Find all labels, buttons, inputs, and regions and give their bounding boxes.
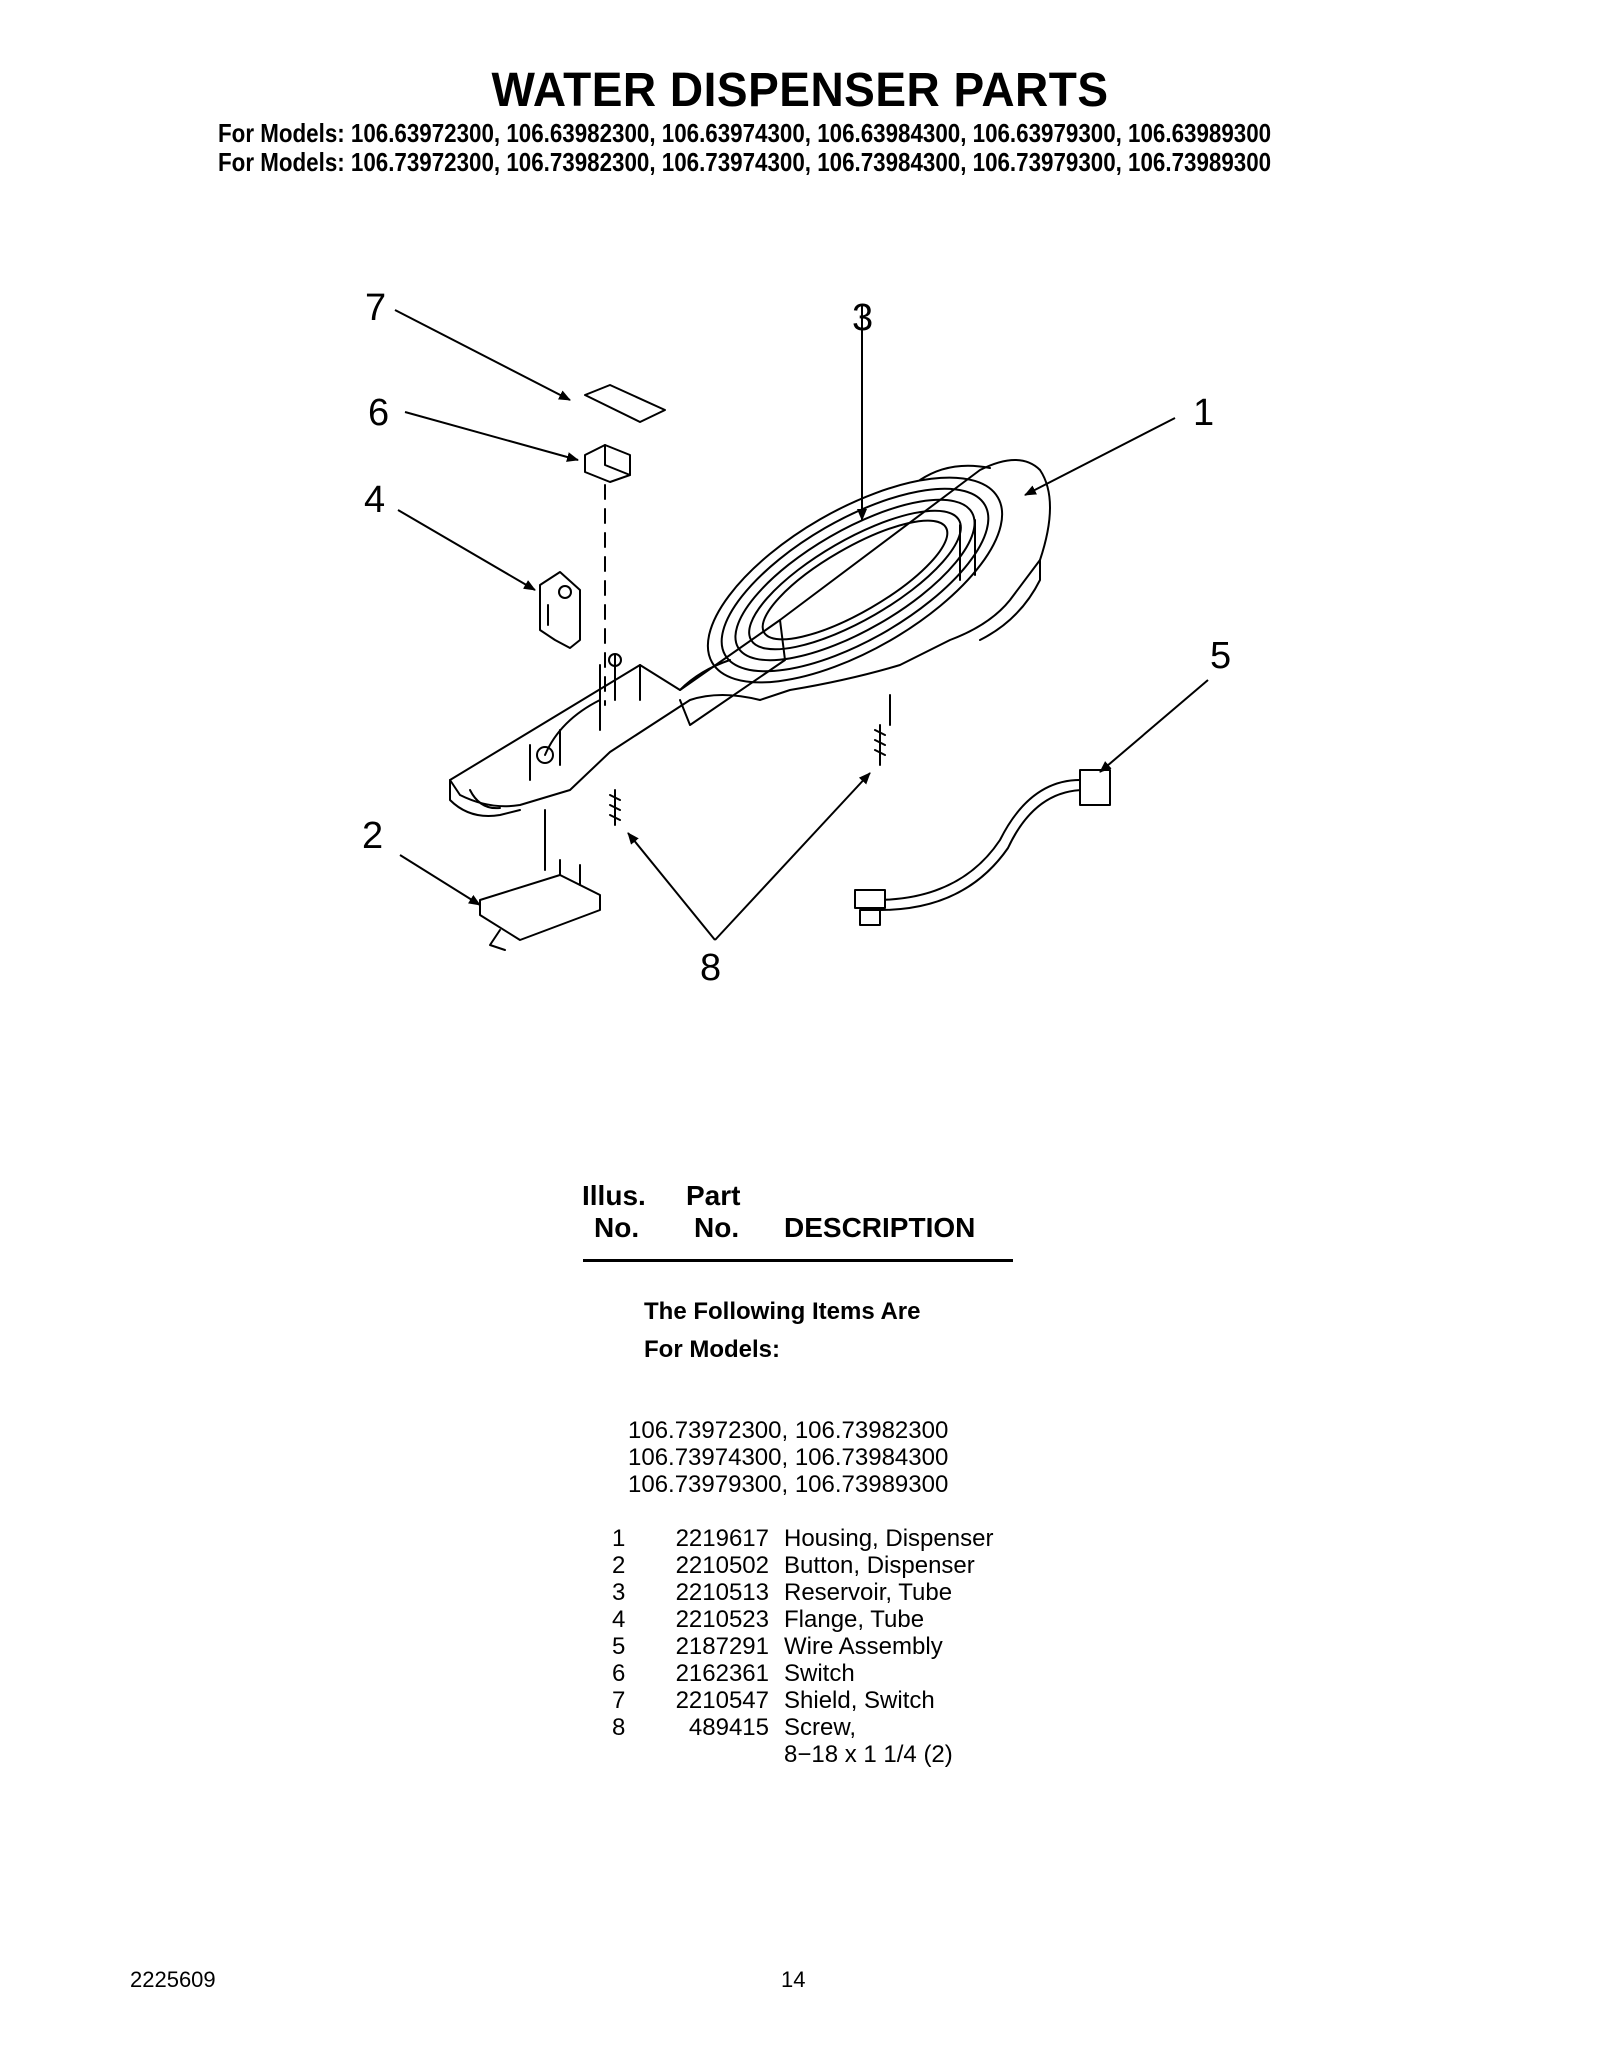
part-number: 2187291: [675, 1633, 769, 1660]
part-description: 8−18 x 1 1/4 (2): [784, 1741, 953, 1768]
callout-8: 8: [700, 947, 721, 989]
doc-number: 2225609: [130, 1967, 216, 1992]
callout-2: 2: [362, 815, 383, 857]
note-line-2: For Models:: [644, 1336, 780, 1363]
part-description: Shield, Switch: [784, 1687, 935, 1714]
part-number: 2210502: [675, 1552, 769, 1579]
header-illus-bottom: No.: [594, 1212, 640, 1243]
part-description: Screw,: [784, 1714, 857, 1741]
part-number: 2219617: [675, 1525, 769, 1552]
part-number: 2210547: [675, 1687, 769, 1714]
part-description: Button, Dispenser: [784, 1552, 975, 1579]
header-part-top: Part: [686, 1180, 741, 1211]
reservoir-tube-drawing: [679, 476, 1004, 691]
header-rule: [583, 1259, 1013, 1262]
callout-5: 5: [1210, 635, 1231, 677]
callout-7: 7: [365, 287, 386, 329]
parts-diagram: 7 6 4 3 1 5 2 8: [362, 287, 1231, 989]
header-part-bottom: No.: [694, 1212, 740, 1243]
table-row: 8−18 x 1 1/4 (2): [0, 1741, 1600, 1768]
illus-number: 1: [612, 1525, 626, 1552]
table-row: 1 2219617 Housing, Dispenser: [0, 1525, 1600, 1552]
wire-assembly-drawing: [854, 769, 1111, 926]
illus-number: 5: [612, 1633, 626, 1660]
illus-number: 2: [612, 1552, 626, 1579]
page-title: WATER DISPENSER PARTS: [491, 61, 1109, 117]
callout-6: 6: [368, 392, 389, 434]
table-row: 7 2210547 Shield, Switch: [0, 1687, 1600, 1714]
model-list-line-3: 106.73979300, 106.73989300: [628, 1471, 949, 1498]
illus-number: 6: [612, 1660, 626, 1687]
model-list-line-2: 106.73974300, 106.73984300: [628, 1444, 949, 1471]
part-description: Wire Assembly: [784, 1633, 943, 1660]
table-row: 4 2210523 Flange, Tube: [0, 1606, 1600, 1633]
part-description: Switch: [784, 1660, 855, 1687]
illus-number: 3: [612, 1579, 626, 1606]
part-description: Housing, Dispenser: [784, 1525, 994, 1552]
part-number: 489415: [688, 1714, 769, 1741]
header-description: DESCRIPTION: [784, 1212, 976, 1243]
callout-3: 3: [852, 297, 873, 339]
models-line-1: For Models: 106.63972300, 106.63982300, …: [218, 118, 1272, 148]
page-number: 14: [781, 1967, 806, 1992]
callout-1: 1: [1193, 392, 1214, 434]
header-illus-top: Illus.: [582, 1180, 646, 1211]
table-row: 8 489415 Screw,: [0, 1714, 1600, 1741]
table-row: 3 2210513 Reservoir, Tube: [0, 1579, 1600, 1606]
switch-drawing: [584, 444, 631, 483]
models-line-2: For Models: 106.73972300, 106.73982300, …: [218, 147, 1272, 177]
table-row: 6 2162361 Switch: [0, 1660, 1600, 1687]
switch-shield-drawing: [584, 384, 666, 423]
dispenser-housing-drawing: [449, 459, 1051, 817]
part-description: Flange, Tube: [784, 1606, 925, 1633]
note-line-1: The Following Items Are: [644, 1298, 921, 1325]
illus-number: 8: [612, 1714, 626, 1741]
part-number: 2210523: [675, 1606, 769, 1633]
part-number: 2162361: [675, 1660, 769, 1687]
callout-4: 4: [364, 479, 385, 521]
illus-number: 4: [612, 1606, 626, 1633]
part-description: Reservoir, Tube: [784, 1579, 953, 1606]
dispenser-button-drawing: [479, 859, 601, 951]
model-list-line-1: 106.73972300, 106.73982300: [628, 1417, 949, 1444]
table-row: 5 2187291 Wire Assembly: [0, 1633, 1600, 1660]
screws-drawing: [609, 724, 886, 826]
table-row: 2 2210502 Button, Dispenser: [0, 1552, 1600, 1579]
illus-number: 7: [612, 1687, 626, 1714]
part-number: 2210513: [675, 1579, 769, 1606]
flange-drawing: [539, 571, 581, 649]
